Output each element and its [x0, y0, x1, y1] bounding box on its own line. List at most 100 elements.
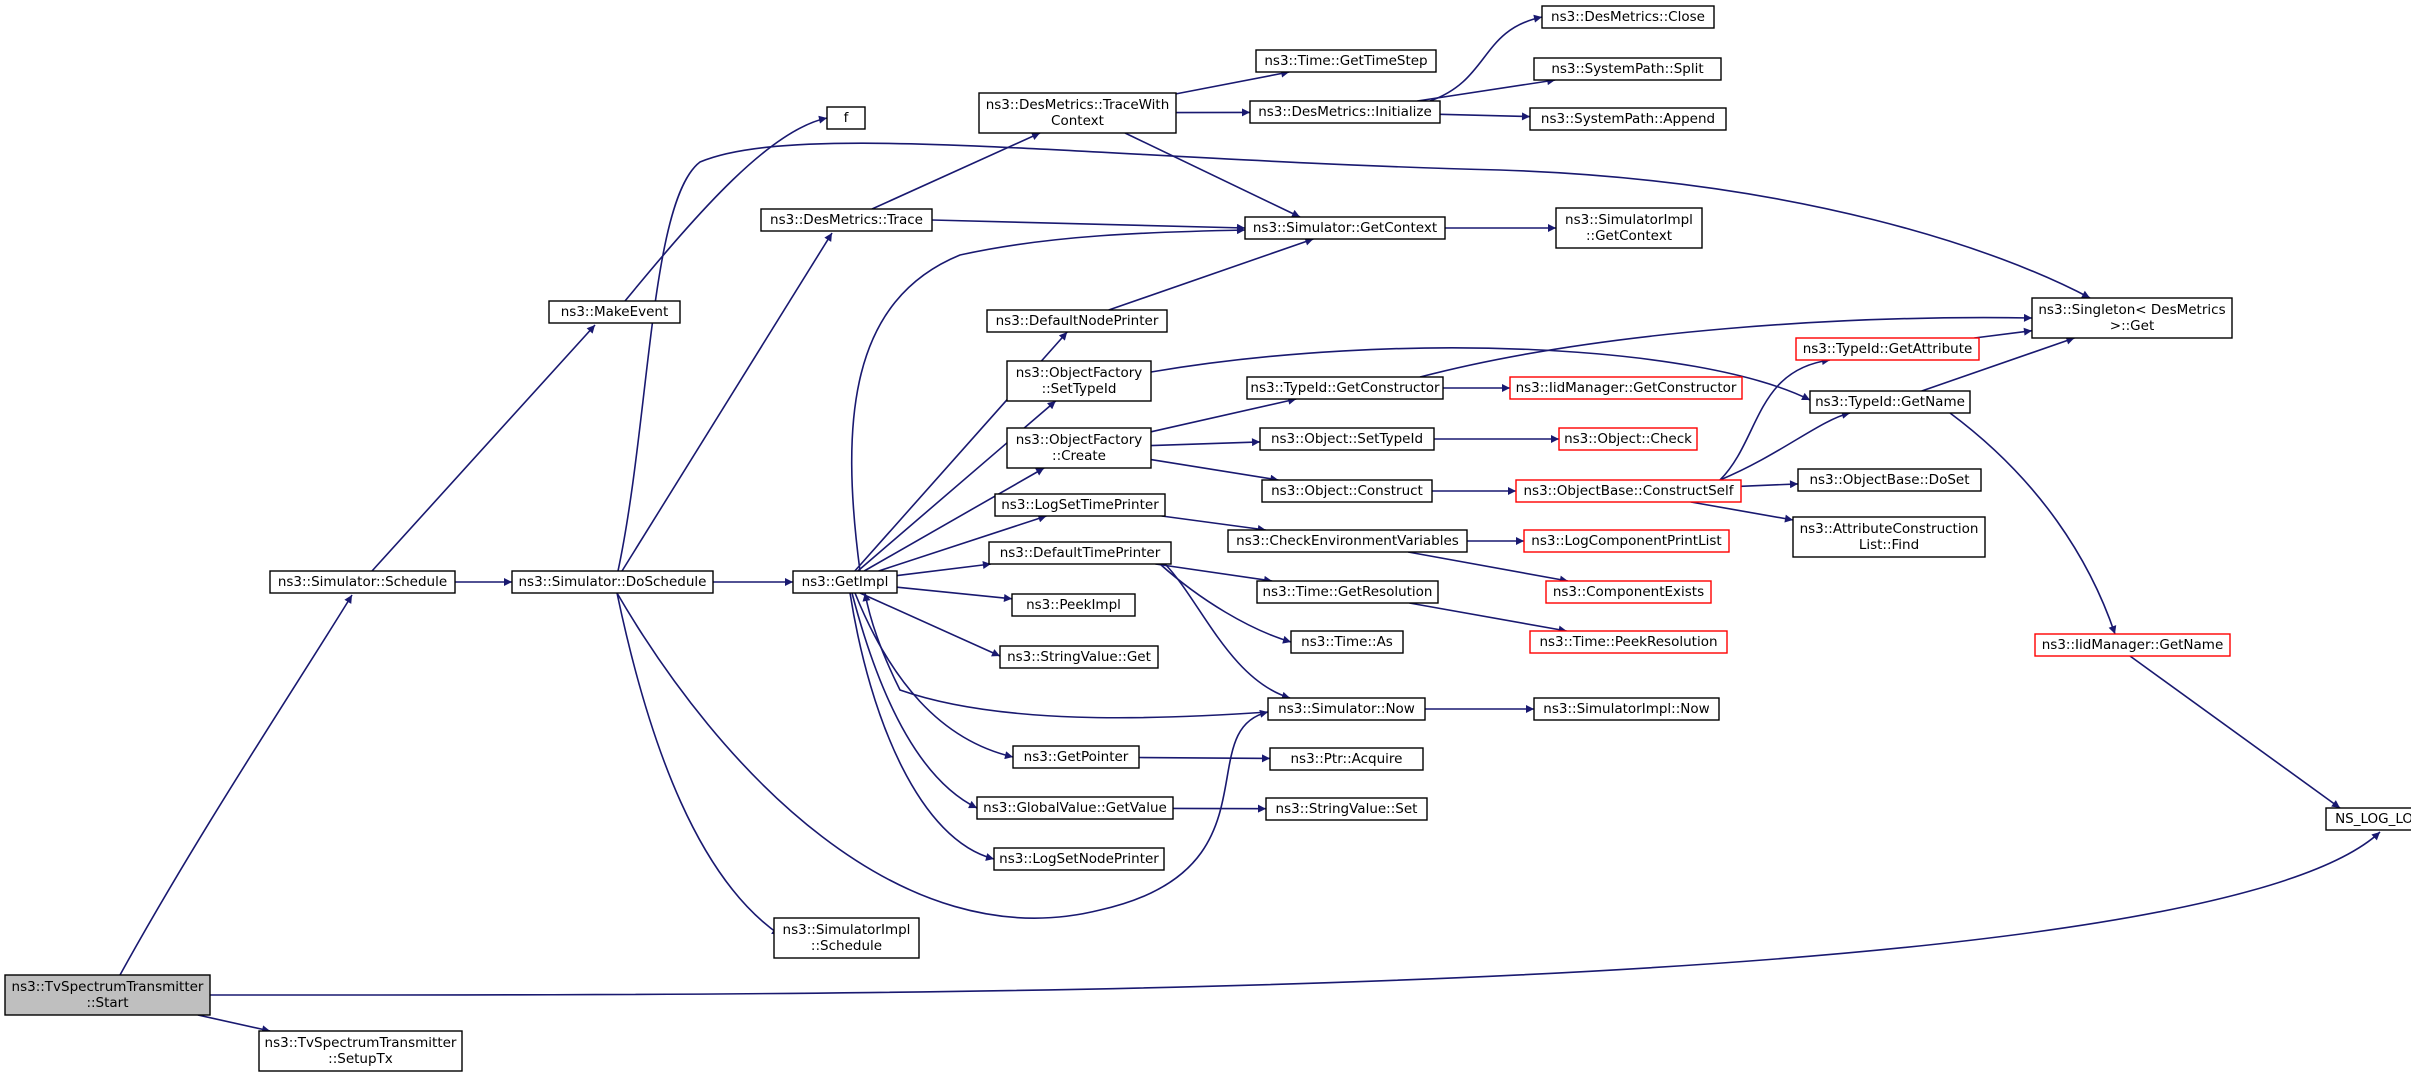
node-label: ns3::Ptr::Acquire — [1291, 751, 1403, 767]
node-box — [1555, 207, 1703, 249]
node-strvalget[interactable]: ns3::StringValue::Get — [999, 645, 1159, 669]
edge-line — [1690, 501, 1794, 523]
node-box — [1541, 5, 1715, 29]
node-box — [1792, 516, 1986, 558]
node-tidgetctor[interactable]: ns3::TypeId::GetConstructor — [1246, 376, 1444, 400]
node-label: ns3::AttributeConstruction — [1800, 521, 1979, 537]
node-append[interactable]: ns3::SystemPath::Append — [1529, 107, 1727, 131]
node-timeas[interactable]: ns3::Time::As — [1290, 630, 1404, 654]
edge-line — [1429, 14, 1543, 102]
node-label: ns3::MakeEvent — [561, 304, 669, 320]
node-tidgetname[interactable]: ns3::TypeId::GetName — [1809, 390, 1971, 414]
edge-getimpl-to-getpointer — [854, 592, 1014, 760]
node-ofcreate[interactable]: ns3::ObjectFactory::Create — [1006, 427, 1152, 469]
node-label: ns3::LogSetNodePrinter — [999, 851, 1159, 867]
edge-line — [621, 232, 833, 572]
node-split[interactable]: ns3::SystemPath::Split — [1533, 57, 1722, 81]
edge-line — [1407, 551, 1569, 584]
edge-line — [1150, 458, 1279, 483]
node-sched[interactable]: ns3::Simulator::Schedule — [269, 570, 456, 594]
node-getctx[interactable]: ns3::Simulator::GetContext — [1244, 216, 1446, 240]
node-simimplsched[interactable]: ns3::SimulatorImpl::Schedule — [773, 917, 920, 959]
node-iidgetname[interactable]: ns3::IidManager::GetName — [2034, 633, 2231, 657]
node-strvalset[interactable]: ns3::StringValue::Set — [1265, 797, 1428, 821]
node-start: ns3::TvSpectrumTransmitter::Start — [4, 974, 211, 1016]
node-label: ns3::Simulator::GetContext — [1253, 220, 1437, 236]
edge-iidgetname-to-nslog — [2129, 655, 2341, 809]
node-logcompprint[interactable]: ns3::LogComponentPrintList — [1523, 529, 1730, 553]
node-gvgetvalue[interactable]: ns3::GlobalValue::GetValue — [976, 796, 1174, 820]
edge-obconstructself-to-tidgetattr — [1719, 357, 1831, 481]
edge-line — [616, 592, 1269, 919]
edge-defnodeprinter-to-getctx — [1108, 237, 1314, 311]
edge-line — [371, 324, 596, 572]
node-label: ns3::GetPointer — [1024, 749, 1129, 765]
node-getpointer[interactable]: ns3::GetPointer — [1012, 745, 1140, 769]
node-box — [1265, 797, 1428, 821]
edge-line — [1159, 563, 1292, 644]
edge-dmtrace-to-twc — [871, 132, 1041, 210]
node-objconstruct[interactable]: ns3::Object::Construct — [1261, 479, 1433, 503]
node-label: ns3::ComponentExists — [1553, 584, 1704, 600]
edge-obconstructself-to-tidgetname — [1719, 410, 1851, 481]
node-dosched[interactable]: ns3::Simulator::DoSchedule — [511, 570, 714, 594]
node-compexists[interactable]: ns3::ComponentExists — [1545, 580, 1712, 604]
node-box — [1533, 57, 1722, 81]
node-gettimestep[interactable]: ns3::Time::GetTimeStep — [1255, 49, 1437, 73]
node-label: ::SetTypeId — [1042, 381, 1117, 397]
node-tidgetattr[interactable]: ns3::TypeId::GetAttribute — [1795, 337, 1980, 361]
node-peekimpl[interactable]: ns3::PeekImpl — [1011, 593, 1136, 617]
edge-getimpl-to-ofcreate — [863, 467, 1045, 572]
edge-dmtrace-to-getctx — [931, 219, 1246, 232]
edge-dosched-to-simnow — [616, 592, 1269, 919]
node-box — [1269, 747, 1424, 771]
node-label: ns3::DesMetrics::TraceWith — [986, 97, 1170, 113]
node-checkenv[interactable]: ns3::CheckEnvironmentVariables — [1227, 529, 1468, 553]
node-deftimeprinter[interactable]: ns3::DefaultTimePrinter — [988, 541, 1172, 565]
node-f[interactable]: f — [826, 106, 866, 130]
node-getimpl[interactable]: ns3::GetImpl — [792, 570, 898, 594]
node-dmclose[interactable]: ns3::DesMetrics::Close — [1541, 5, 1715, 29]
edge-twc-to-gettimestep — [1175, 69, 1290, 95]
edge-dosched-to-dmtrace — [621, 232, 833, 572]
node-label: ns3::Time::PeekResolution — [1539, 634, 1717, 650]
node-dmtrace[interactable]: ns3::DesMetrics::Trace — [760, 208, 933, 232]
node-simimplctx[interactable]: ns3::SimulatorImpl::GetContext — [1555, 207, 1703, 249]
node-label: ns3::ObjectFactory — [1016, 365, 1143, 381]
node-defnodeprinter[interactable]: ns3::DefaultNodePrinter — [986, 309, 1168, 333]
edge-line — [1164, 563, 1291, 700]
node-timepeekres[interactable]: ns3::Time::PeekResolution — [1529, 630, 1728, 654]
edge-dosched-to-simimplsched — [616, 592, 781, 936]
edge-line — [871, 132, 1041, 210]
node-label: f — [844, 110, 850, 126]
edge-line — [624, 115, 828, 302]
node-makeevent[interactable]: ns3::MakeEvent — [548, 300, 681, 324]
node-logsettimeprinter[interactable]: ns3::LogSetTimePrinter — [994, 493, 1166, 517]
node-singleton[interactable]: ns3::Singleton< DesMetrics>::Get — [2031, 297, 2233, 339]
node-logsetnodeprinter[interactable]: ns3::LogSetNodePrinter — [993, 847, 1165, 871]
node-objcheck[interactable]: ns3::Object::Check — [1558, 427, 1698, 451]
node-simimplnow[interactable]: ns3::SimulatorImpl::Now — [1533, 697, 1720, 721]
node-setuptx[interactable]: ns3::TvSpectrumTransmitter::SetupTx — [258, 1030, 463, 1072]
node-ptracquire[interactable]: ns3::Ptr::Acquire — [1269, 747, 1424, 771]
edge-tidgetname-to-singleton — [1921, 336, 2075, 392]
node-ofsettypeid[interactable]: ns3::ObjectFactory::SetTypeId — [1006, 360, 1152, 402]
edge-line — [1417, 77, 1556, 102]
node-obdoset[interactable]: ns3::ObjectBase::DoSet — [1797, 468, 1982, 492]
node-obconstructself[interactable]: ns3::ObjectBase::ConstructSelf — [1515, 479, 1742, 503]
edge-line — [617, 142, 2091, 572]
edge-line — [209, 831, 2381, 996]
edge-line — [616, 592, 781, 936]
node-box — [993, 847, 1165, 871]
node-box — [4, 974, 211, 1016]
node-objsettypeid[interactable]: ns3::Object::SetTypeId — [1259, 427, 1435, 451]
node-dminit[interactable]: ns3::DesMetrics::Initialize — [1249, 100, 1441, 124]
node-box — [773, 917, 920, 959]
node-simnow[interactable]: ns3::Simulator::Now — [1267, 697, 1426, 721]
node-timegetres[interactable]: ns3::Time::GetResolution — [1256, 580, 1439, 604]
edge-ofcreate-to-objsettypeid — [1150, 438, 1261, 447]
node-nslog[interactable]: NS_LOG_LOGIC — [2325, 807, 2411, 831]
node-iidgetctor[interactable]: ns3::IidManager::GetConstructor — [1509, 376, 1743, 400]
